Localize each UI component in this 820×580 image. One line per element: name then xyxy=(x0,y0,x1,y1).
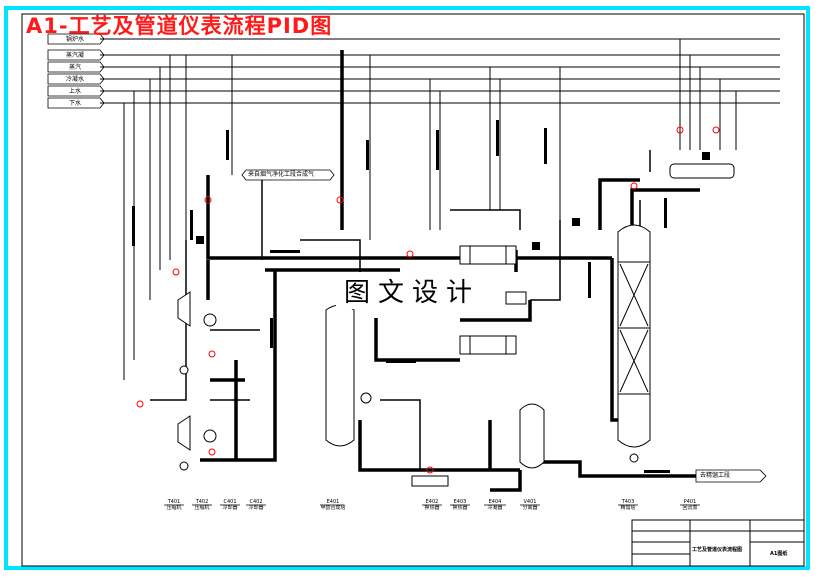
condenser-e404 xyxy=(669,163,735,179)
compressor-c402 xyxy=(177,415,217,451)
utility-label: 蒸汽凝 xyxy=(65,52,84,59)
reboiler xyxy=(505,291,527,305)
compressor-c401 xyxy=(177,291,217,327)
vessel-e401 xyxy=(325,304,355,447)
title-block-grid xyxy=(631,519,805,567)
title-block-drawing-title: 工艺及管道仪表流程图 xyxy=(692,547,743,553)
watermark: 图文设计 xyxy=(336,272,489,309)
control-blocks xyxy=(132,120,710,473)
utility-label: 蒸汽 xyxy=(68,64,81,71)
column-t403 xyxy=(617,224,651,448)
utility-label: 冷凝水 xyxy=(65,76,84,83)
process-lines xyxy=(200,50,760,492)
gas-inlet-callout: 来自烟气净化工段合成气 xyxy=(248,171,315,178)
title-block-drawing-no: A1图纸 xyxy=(770,551,788,557)
to-next-callout: 去精馏工段 xyxy=(700,472,731,479)
callout-boxes xyxy=(241,169,767,483)
aux-lines xyxy=(150,150,651,470)
pumps xyxy=(179,365,639,487)
header-drops xyxy=(123,39,737,380)
utility-label: 上水 xyxy=(68,88,81,95)
inner-frame xyxy=(21,13,805,567)
utility-headers xyxy=(100,38,780,104)
utility-label: 锅炉水 xyxy=(65,36,84,43)
drawing-title: A1-工艺及管道仪表流程PID图 xyxy=(26,14,333,38)
heat-exchanger-e402 xyxy=(459,245,517,265)
drawing-border xyxy=(4,6,810,570)
separator-v401 xyxy=(519,403,545,469)
utility-label: 下水 xyxy=(68,100,81,107)
instrument-bubbles xyxy=(136,126,720,474)
heat-exchanger-e403 xyxy=(459,335,517,355)
utility-legend-boxes xyxy=(47,33,105,109)
